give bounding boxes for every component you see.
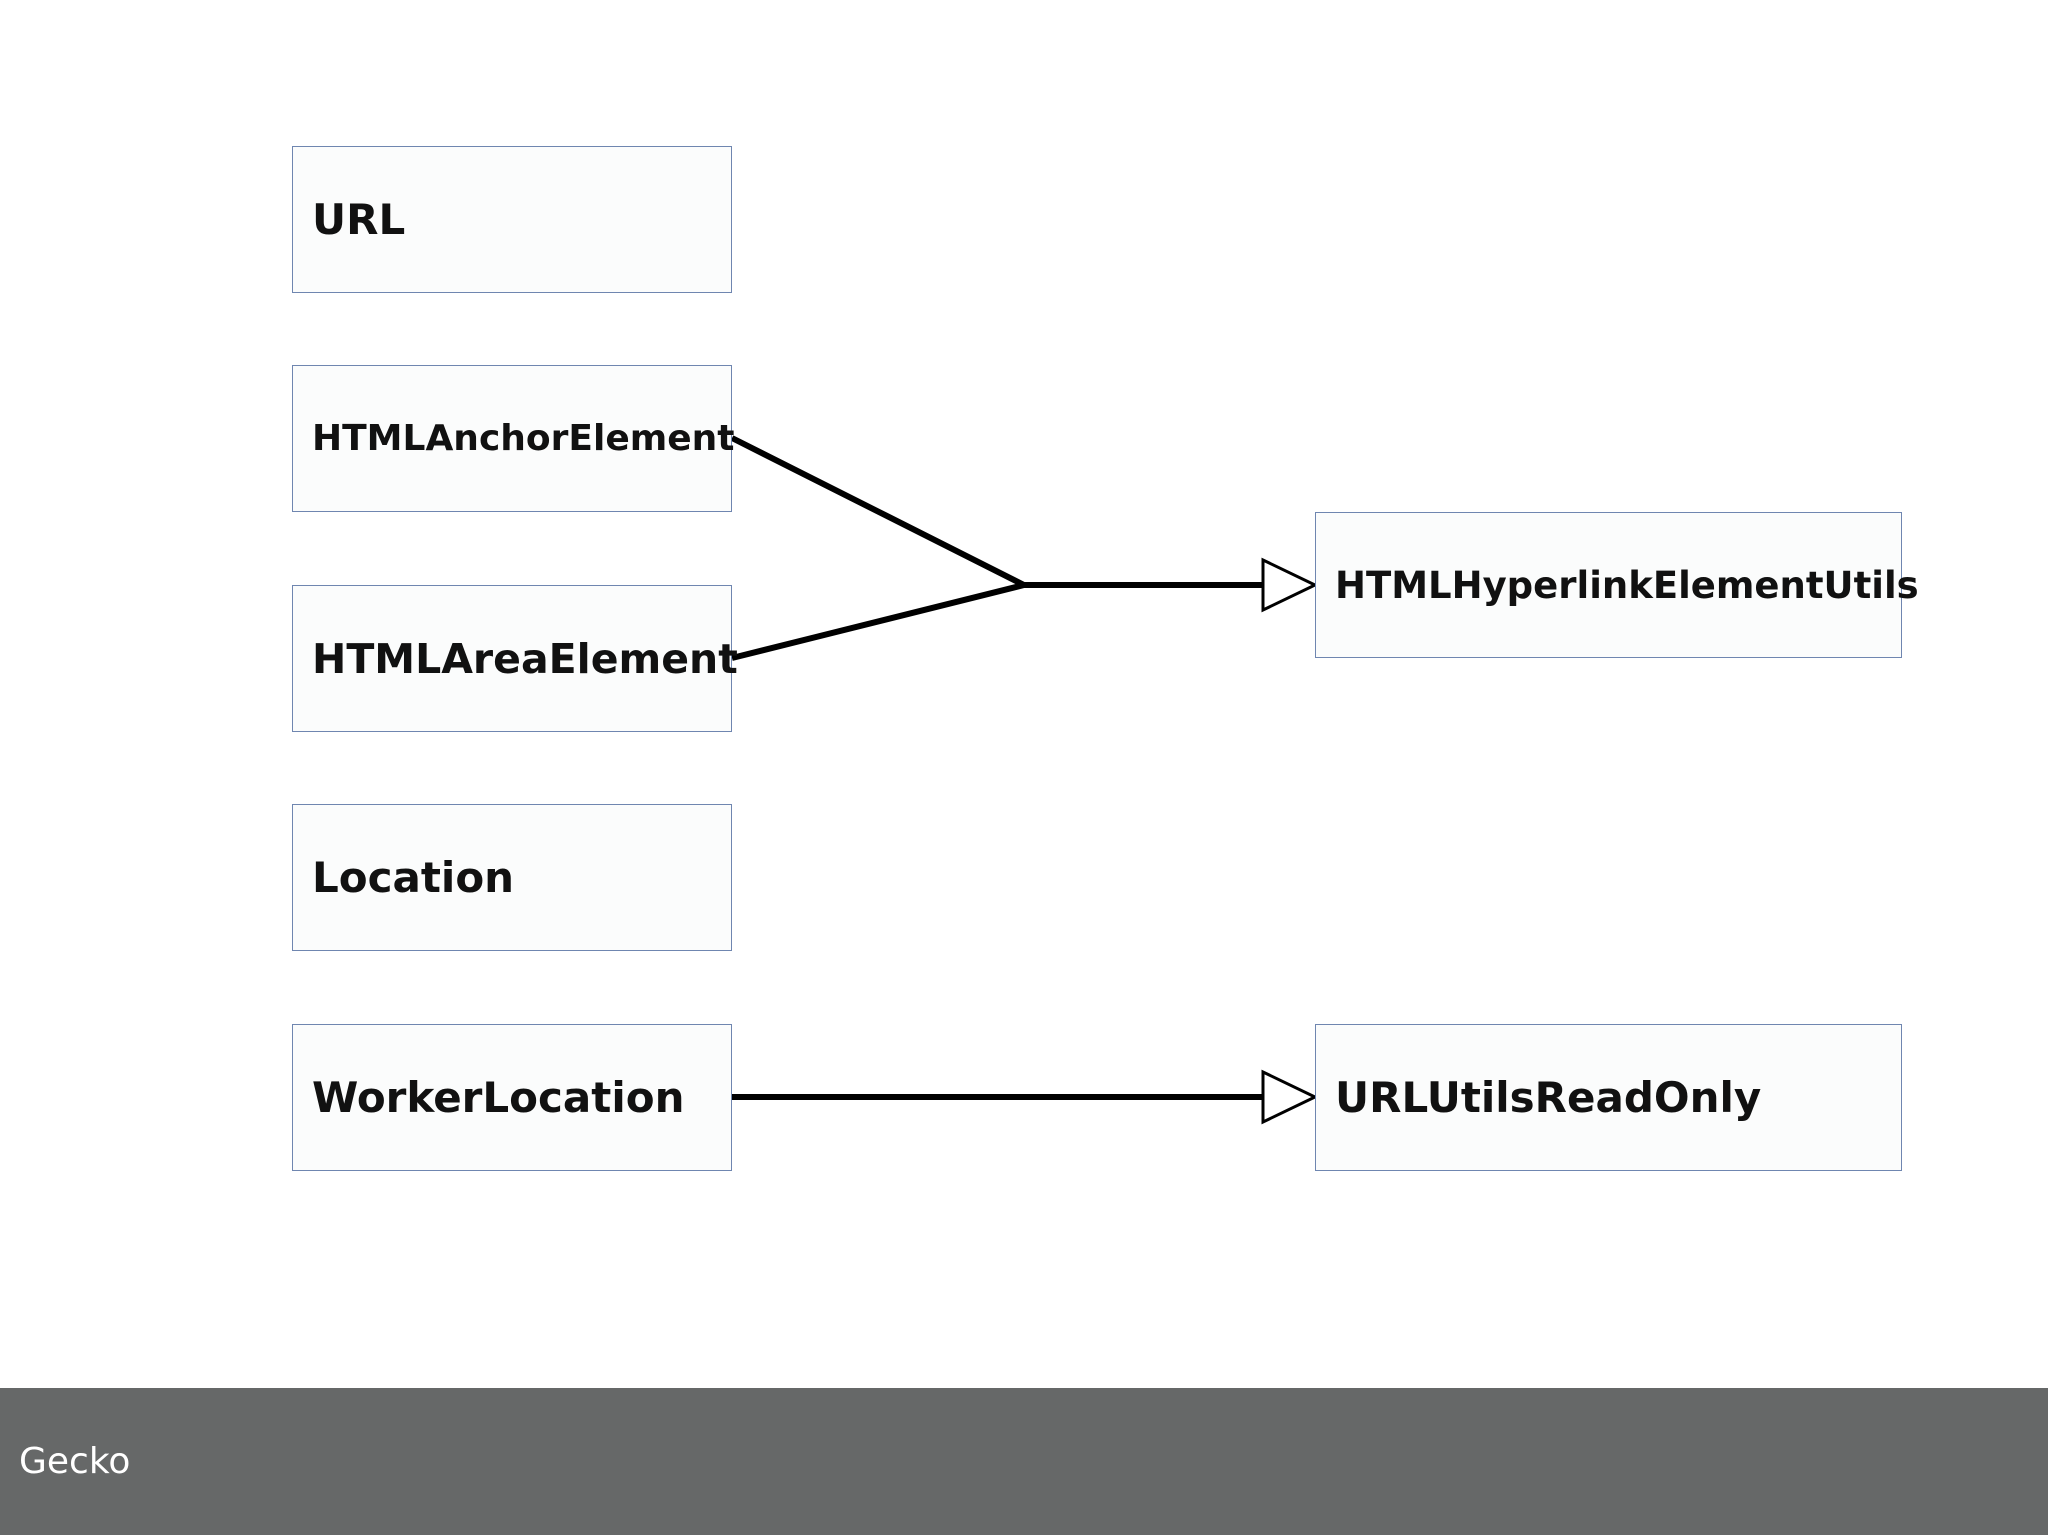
node-label: URLUtilsReadOnly <box>1335 1073 1762 1122</box>
inheritance-arrowhead-hyperlink-utils <box>1261 557 1319 613</box>
node-html-area-element: HTMLAreaElement <box>292 585 738 732</box>
diagram-canvas: URL HTMLAnchorElement HTMLAreaElement Lo… <box>292 146 1919 1171</box>
inheritance-arrowhead-urlutils-readonly <box>1261 1069 1319 1125</box>
footer-bar: Gecko <box>0 1388 2048 1535</box>
connector-anchor-to-hyperlink-utils <box>730 435 1265 588</box>
footer-label: Gecko <box>19 1441 131 1482</box>
node-url-utils-read-only: URLUtilsReadOnly <box>1315 1024 1902 1171</box>
node-html-anchor-element: HTMLAnchorElement <box>292 365 735 512</box>
node-url: URL <box>292 146 732 293</box>
connector-area-to-hyperlink-utils <box>731 582 1025 661</box>
node-label: Location <box>312 853 515 902</box>
node-label: URL <box>312 195 406 244</box>
node-label: WorkerLocation <box>312 1073 685 1122</box>
connector-layer <box>730 435 1319 1125</box>
node-location: Location <box>292 804 732 951</box>
node-html-hyperlink-element-utils: HTMLHyperlinkElementUtils <box>1315 512 1919 658</box>
node-label: HTMLAnchorElement <box>312 418 735 459</box>
node-label: HTMLHyperlinkElementUtils <box>1335 563 1919 607</box>
node-label: HTMLAreaElement <box>312 634 738 683</box>
node-worker-location: WorkerLocation <box>292 1024 732 1171</box>
